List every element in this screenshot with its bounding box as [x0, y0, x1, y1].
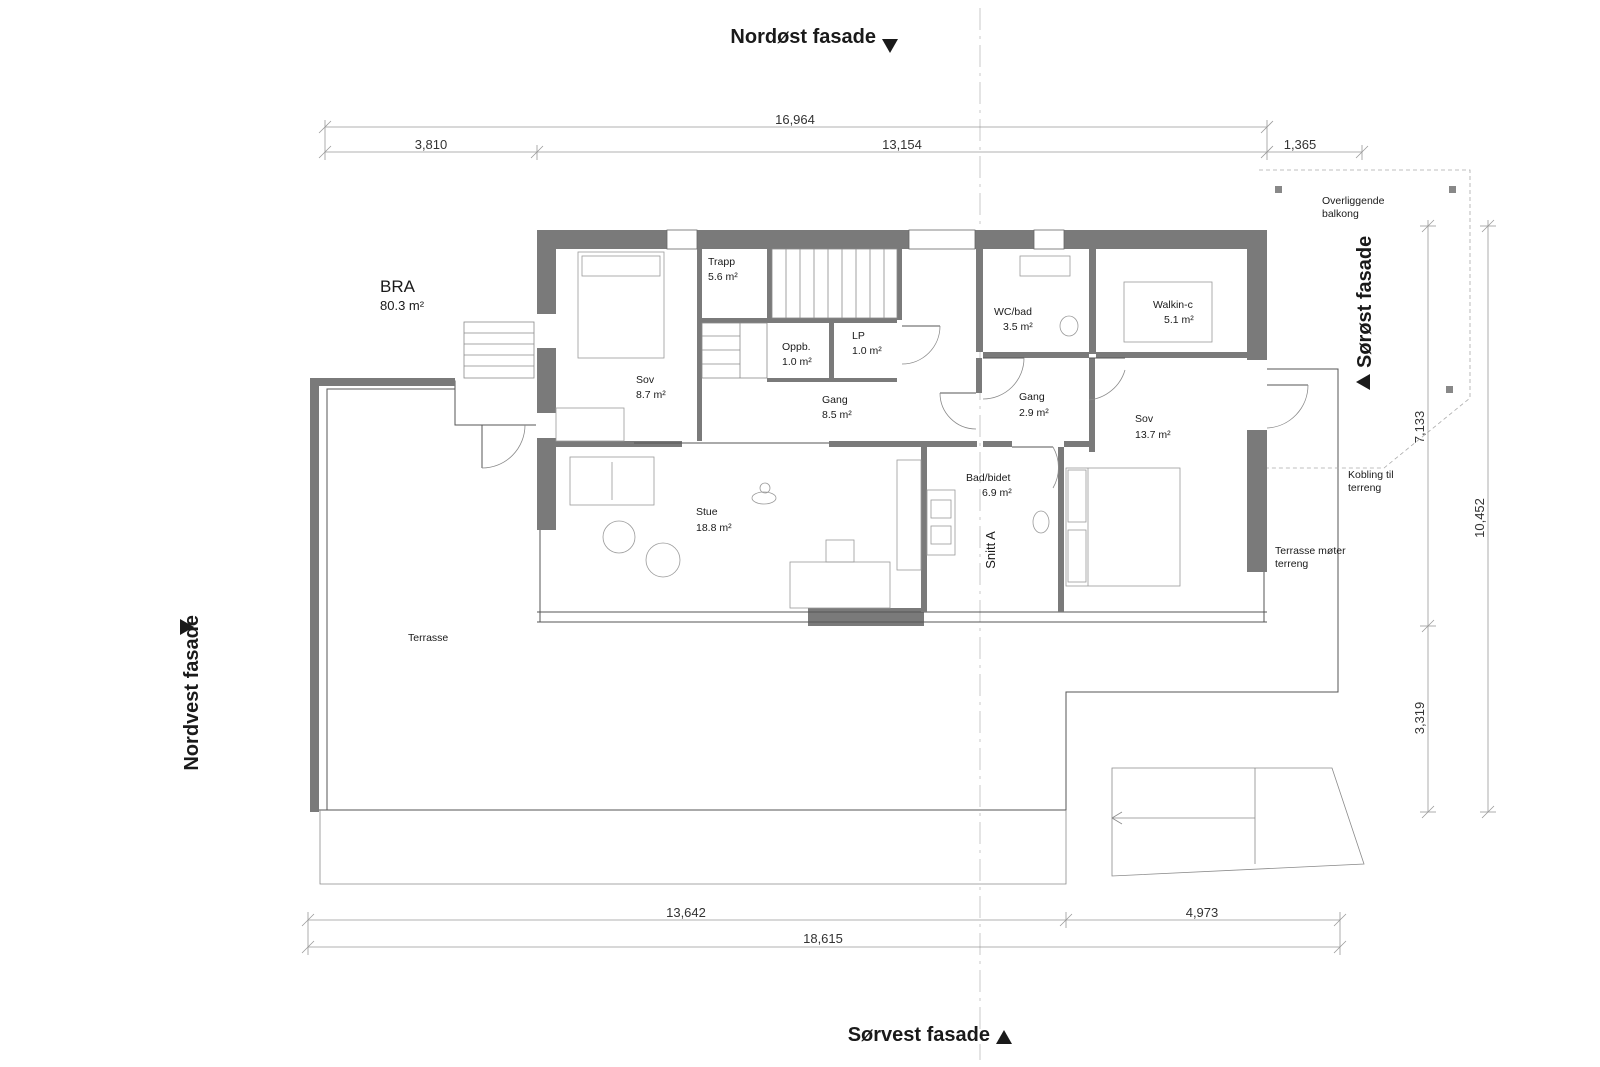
room-area: 6.9 m²: [982, 487, 1012, 499]
room-area: 1.0 m²: [782, 356, 812, 368]
room-area: 1.0 m²: [852, 345, 882, 357]
room-name: Oppb.: [782, 341, 811, 353]
section-label: Snitt A: [983, 531, 998, 569]
room-name: Sov: [1135, 413, 1154, 425]
room-name: WC/bad: [994, 306, 1032, 318]
dim-top-left: 3,810: [415, 137, 448, 152]
room-area: 3.5 m²: [1003, 321, 1033, 333]
dim-bottom-total: 18,615: [803, 931, 843, 946]
facade-north-west-label: Nordvest fasade: [181, 615, 203, 771]
connection-label-line2: terreng: [1348, 482, 1381, 494]
room-area: 2.9 m²: [1019, 407, 1049, 419]
room-name: Bad/bidet: [966, 472, 1010, 484]
dim-top-total: 16,964: [775, 112, 815, 127]
dim-right-upper: 7,133: [1412, 411, 1427, 444]
outdoor-stair: [463, 321, 535, 379]
terrace-meets-label-line1: Terrasse møter: [1275, 545, 1346, 557]
room-name: Stue: [696, 506, 718, 518]
overlying-balcony: [1259, 169, 1471, 469]
triangle-down-icon: [882, 39, 898, 53]
dim-bottom-left: 13,642: [666, 905, 706, 920]
dim-right-lower: 3,319: [1412, 702, 1427, 735]
facade-south-east-label: Sørøst fasade: [1354, 236, 1376, 368]
terrace-outline: [310, 368, 1365, 885]
dim-top-middle: 13,154: [882, 137, 922, 152]
furniture: [555, 251, 1213, 609]
terrace-label: Terrasse: [408, 632, 448, 644]
room-area: 8.7 m²: [636, 389, 666, 401]
balcony-label-line2: balkong: [1322, 208, 1359, 220]
room-name: Sov: [636, 374, 655, 386]
room-area: 5.1 m²: [1164, 314, 1194, 326]
terrace-meets-label-line2: terreng: [1275, 558, 1308, 570]
building-walls: [537, 229, 1267, 626]
right-dimension-lines: [1420, 219, 1496, 819]
top-dimension-lines: [318, 120, 1369, 160]
dim-bottom-right: 4,973: [1186, 905, 1219, 920]
doors: [481, 325, 1309, 489]
bra-title: BRA: [380, 277, 416, 296]
room-name: Trapp: [708, 256, 735, 268]
facade-north-east-label: Nordøst fasade: [730, 26, 876, 48]
room-area: 5.6 m²: [708, 271, 738, 283]
room-area: 18.8 m²: [696, 522, 732, 534]
triangle-up-icon: [996, 1030, 1012, 1044]
dim-top-right: 1,365: [1284, 137, 1317, 152]
connection-label-line1: Kobling til: [1348, 469, 1394, 481]
stair: [701, 248, 898, 379]
room-area: 13.7 m²: [1135, 429, 1171, 441]
dim-right-total: 10,452: [1472, 498, 1487, 538]
bra-value: 80.3 m²: [380, 298, 425, 313]
room-name: Gang: [1019, 391, 1045, 403]
room-name: Walkin-c: [1153, 299, 1193, 311]
triangle-down-icon: [180, 619, 194, 635]
facade-south-west-label: Sørvest fasade: [848, 1024, 990, 1046]
room-area: 8.5 m²: [822, 409, 852, 421]
bottom-dimension-lines: [301, 912, 1347, 955]
room-name: LP: [852, 330, 865, 342]
balcony-label-line1: Overliggende: [1322, 195, 1385, 207]
triangle-up-icon: [1356, 374, 1370, 390]
room-name: Gang: [822, 394, 848, 406]
